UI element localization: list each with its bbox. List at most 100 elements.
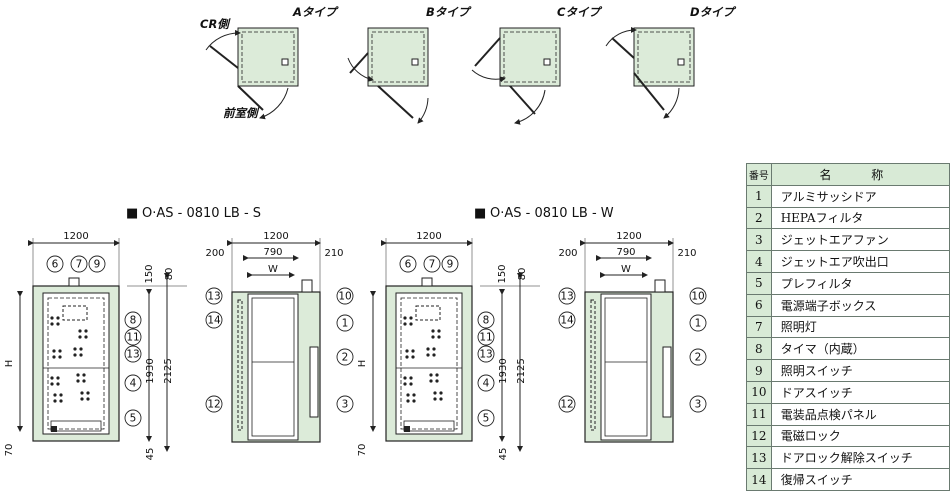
callout-number: 3 <box>695 399 702 411</box>
dim-h_2125: 2125 <box>163 358 174 383</box>
callout-circle <box>423 255 441 273</box>
parts-row-name: 電磁ロック <box>770 424 950 448</box>
plan-type-1 <box>347 27 429 124</box>
callout-circle <box>205 311 223 329</box>
parts-row-name: アルミサッシドア <box>770 184 950 208</box>
type-a-label: Aタイプ <box>292 5 339 19</box>
model-s-bullet: ■ <box>126 206 138 221</box>
model-w-title: O·AS - 0810 LB - W <box>490 206 614 221</box>
callout-circle <box>441 255 459 273</box>
callout-number: 13 <box>479 349 492 361</box>
callout-circle <box>124 374 142 392</box>
parts-row-no: 7 <box>746 315 772 339</box>
callout-number: 8 <box>130 315 137 327</box>
ante-side-label: 前室側 <box>223 106 260 120</box>
dim-bottom_70: 70 <box>357 444 368 457</box>
parts-row-name: 電源端子ボックス <box>770 293 950 317</box>
type-c-label: Cタイプ <box>557 5 602 19</box>
dim-inner_w: W <box>621 264 631 275</box>
callout-number: 9 <box>94 259 101 271</box>
dim-h_1930: 1930 <box>498 358 509 383</box>
callout-number: 13 <box>126 349 139 361</box>
callout-circle <box>477 409 495 427</box>
door-type-plans <box>205 26 695 125</box>
parts-row-name: ジェットエアファン <box>770 228 950 252</box>
parts-row-no: 1 <box>746 184 772 208</box>
callout-circle <box>124 328 142 346</box>
parts-row-no: 5 <box>746 271 772 295</box>
parts-row-name: ジェットエア吹出口 <box>770 250 950 273</box>
dim-h_2125: 2125 <box>516 358 527 383</box>
parts-row-no: 11 <box>746 402 772 426</box>
callout-circle <box>205 287 223 305</box>
callout-number: 11 <box>479 332 492 344</box>
callout-number: 5 <box>483 413 490 425</box>
parts-row-name: 復帰スイッチ <box>770 468 950 491</box>
parts-header-name: 名 称 <box>770 163 950 186</box>
parts-row-no: 2 <box>746 206 772 230</box>
parts-row-no: 9 <box>746 359 772 382</box>
dim-door_width: 790 <box>616 247 635 258</box>
callout-number: 10 <box>691 291 704 303</box>
parts-row-no: 13 <box>746 446 772 470</box>
callout-number: 11 <box>126 332 139 344</box>
callout-circle <box>558 311 576 329</box>
type-d-label: Dタイプ <box>690 5 737 19</box>
callout-number: 4 <box>483 378 490 390</box>
parts-header-no: 番号 <box>746 163 772 186</box>
callout-circle <box>689 314 707 332</box>
callout-number: 4 <box>130 378 137 390</box>
callout-circle <box>336 314 354 332</box>
callout-circle <box>336 395 354 413</box>
callout-number: 7 <box>429 259 436 271</box>
parts-row-name: タイマ（内蔵） <box>770 337 950 361</box>
callout-circle <box>689 287 707 305</box>
parts-row-no: 8 <box>746 337 772 361</box>
dim-bottom_45: 45 <box>145 448 156 461</box>
dim-side_width: 1200 <box>616 231 641 242</box>
callout-number: 6 <box>405 259 412 271</box>
callout-number: 12 <box>207 399 220 411</box>
dim-side_left: 200 <box>558 248 577 259</box>
callout-circle <box>477 328 495 346</box>
callout-circle <box>124 345 142 363</box>
callout-circle <box>124 409 142 427</box>
parts-row-name: 照明スイッチ <box>770 359 950 382</box>
callout-circle <box>477 311 495 329</box>
dim-inner_h: H <box>4 360 15 368</box>
dim-inner_h: H <box>357 360 368 368</box>
callout-number: 8 <box>483 315 490 327</box>
callout-circle <box>336 348 354 366</box>
callout-number: 3 <box>342 399 349 411</box>
callout-number: 2 <box>695 352 702 364</box>
callout-circle <box>477 374 495 392</box>
callout-circle <box>477 345 495 363</box>
callout-number: 12 <box>560 399 573 411</box>
type-b-label: Bタイプ <box>426 5 472 19</box>
callout-circle <box>70 255 88 273</box>
callout-circle <box>558 395 576 413</box>
callout-circle <box>399 255 417 273</box>
callout-number: 14 <box>207 315 221 327</box>
dim-top_150: 150 <box>497 264 508 283</box>
parts-row-name: HEPAフィルタ <box>770 206 950 230</box>
parts-row-name: プレフィルタ <box>770 271 950 295</box>
callout-number: 2 <box>342 352 349 364</box>
dim-bottom_45: 45 <box>498 448 509 461</box>
model-w-bullet: ■ <box>474 206 486 221</box>
